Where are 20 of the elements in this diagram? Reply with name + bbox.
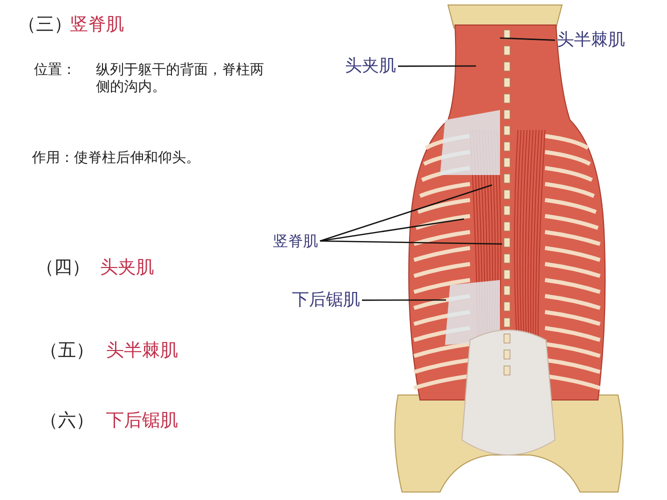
- callout-label: 头半棘肌: [557, 30, 625, 50]
- leader-line: [320, 184, 492, 242]
- heading-title: 头夹肌: [100, 257, 154, 279]
- heading-title: 下后锯肌: [106, 410, 178, 432]
- callout-label: 竖脊肌: [273, 232, 318, 250]
- callout-label: 头夹肌: [345, 56, 396, 76]
- heading-number: （四）: [36, 257, 90, 279]
- description-text: 纵列于躯干的背面，脊柱两侧的沟内。: [96, 62, 265, 96]
- field-label: 位置：: [34, 62, 76, 79]
- leader-line: [320, 240, 502, 245]
- description-text: 作用：使脊柱后伸和仰头。: [32, 150, 200, 167]
- heading-title: 头半棘肌: [106, 340, 178, 362]
- callout-label: 下后锯肌: [292, 290, 360, 310]
- leader-line: [362, 299, 446, 301]
- leader-line: [398, 65, 476, 67]
- leader-line: [320, 218, 464, 242]
- heading-title: 竖脊肌: [70, 14, 124, 36]
- leader-line: [500, 37, 556, 41]
- heading-number: （五）: [40, 340, 94, 362]
- heading-number: （六）: [40, 410, 94, 432]
